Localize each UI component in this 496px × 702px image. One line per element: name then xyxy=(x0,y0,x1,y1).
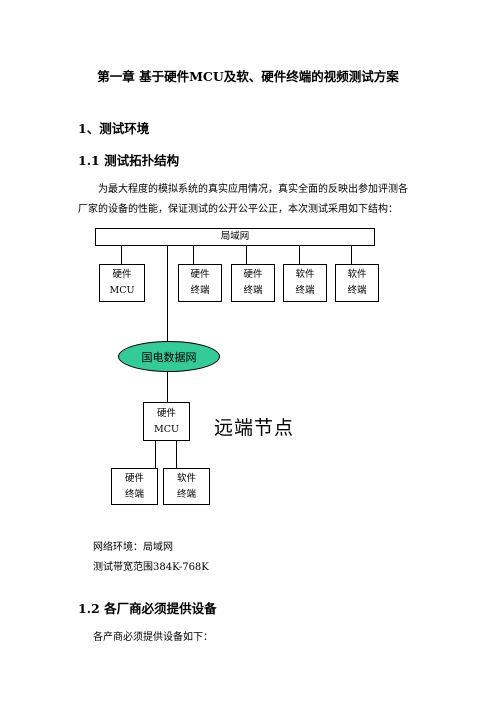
device-type: 软件 xyxy=(347,269,367,280)
connector-line xyxy=(351,246,352,264)
section-heading-equipment: 1.2 各厂商必须提供设备 xyxy=(78,601,217,616)
device-type: 硬件 xyxy=(124,472,144,484)
device-type: 硬件 xyxy=(156,407,176,419)
device-box-software-terminal: 软件 终端 xyxy=(335,264,379,302)
device-kind: 终端 xyxy=(176,488,196,500)
equipment-intro-text: 各产商必须提供设备如下： xyxy=(93,632,213,643)
connector-line xyxy=(121,246,122,264)
device-box-hardware-terminal: 硬件 终端 xyxy=(231,264,275,302)
device-kind: 终端 xyxy=(124,488,144,500)
device-type: 硬件 xyxy=(243,269,263,280)
connector-line xyxy=(299,246,300,264)
wan-ellipse: 国电数据网 xyxy=(118,341,220,372)
connector-line xyxy=(193,246,194,264)
device-type: 软件 xyxy=(295,269,315,280)
device-kind: 终端 xyxy=(295,285,315,296)
connector-line xyxy=(176,441,177,468)
intro-paragraph: 为最大程度的模拟系统的真实应用情况，真实全面的反映出参加评测各厂家的设备的性能，… xyxy=(78,184,408,215)
device-kind: 终端 xyxy=(190,285,210,296)
device-kind: 终端 xyxy=(347,285,367,296)
remote-software-terminal-box: 软件 终端 xyxy=(163,468,210,505)
lan-bar: 局域网 xyxy=(95,228,375,246)
device-kind: MCU xyxy=(153,423,179,435)
chapter-title: 第一章 基于硬件MCU及软、硬件终端的视频测试方案 xyxy=(97,69,399,84)
device-box-hardware-terminal: 硬件 终端 xyxy=(178,264,222,302)
wan-label: 国电数据网 xyxy=(141,350,197,364)
device-type: 硬件 xyxy=(190,269,210,280)
remote-hardware-terminal-box: 硬件 终端 xyxy=(111,468,158,505)
connector-line xyxy=(155,441,156,468)
device-kind: MCU xyxy=(109,285,135,296)
device-type: 软件 xyxy=(176,472,196,484)
remote-node-label: 远端节点 xyxy=(214,417,295,439)
device-type: 硬件 xyxy=(112,269,132,280)
network-environment-text: 网络环境：局域网 xyxy=(93,542,173,553)
lan-label: 局域网 xyxy=(220,231,250,242)
section-heading-topology: 1.1 测试拓扑结构 xyxy=(78,153,180,168)
remote-mcu-box: 硬件 MCU xyxy=(143,402,190,441)
section-heading-test-environment: 1、测试环境 xyxy=(78,121,150,136)
connector-line xyxy=(246,246,247,264)
device-kind: 终端 xyxy=(243,285,263,296)
connector-line xyxy=(167,372,168,402)
bandwidth-text: 测试带宽范围384K-768K xyxy=(93,562,209,573)
connector-line xyxy=(167,246,168,342)
device-box-software-terminal: 软件 终端 xyxy=(283,264,327,302)
device-box-hardware-mcu: 硬件 MCU xyxy=(99,264,145,302)
